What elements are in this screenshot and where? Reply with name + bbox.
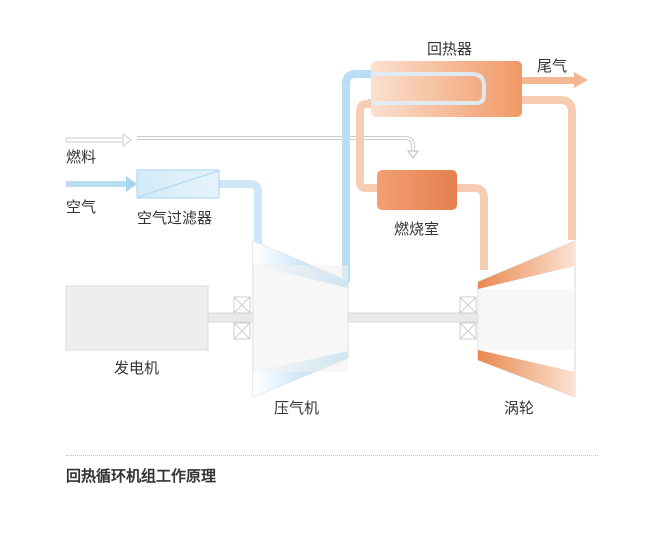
generator-box bbox=[65, 285, 209, 351]
fuel-line bbox=[65, 133, 419, 159]
turbine-exhaust-duct bbox=[522, 96, 576, 240]
air-filter bbox=[136, 169, 220, 199]
compressor-label: 压气机 bbox=[274, 399, 320, 417]
regenerator-air-tube bbox=[372, 72, 486, 105]
air-label: 空气 bbox=[66, 198, 97, 216]
caption-divider bbox=[66, 455, 598, 456]
combustor-label: 燃烧室 bbox=[394, 220, 440, 238]
bearing-right bbox=[459, 296, 477, 340]
turbine-label: 涡轮 bbox=[504, 399, 535, 417]
shaft-main bbox=[347, 312, 479, 323]
combustor-to-turbine-duct bbox=[457, 184, 488, 270]
combustor-box bbox=[377, 170, 457, 210]
exhaust-arrow bbox=[522, 72, 588, 88]
bearing-left bbox=[233, 296, 251, 340]
turbine bbox=[477, 240, 576, 398]
air-inlet-arrow bbox=[66, 176, 137, 192]
generator-label: 发电机 bbox=[114, 359, 160, 377]
filter-to-compressor-duct bbox=[219, 180, 262, 245]
regenerator-label: 回热器 bbox=[427, 40, 473, 58]
fuel-label: 燃料 bbox=[66, 148, 97, 166]
air-filter-label: 空气过滤器 bbox=[137, 209, 213, 227]
exhaust-label: 尾气 bbox=[537, 57, 568, 75]
regenerator-box bbox=[371, 61, 522, 117]
figure-caption: 回热循环机组工作原理 bbox=[66, 467, 217, 485]
compressor bbox=[252, 240, 349, 398]
shaft-left bbox=[207, 312, 254, 323]
preheated-air-duct bbox=[356, 100, 378, 192]
